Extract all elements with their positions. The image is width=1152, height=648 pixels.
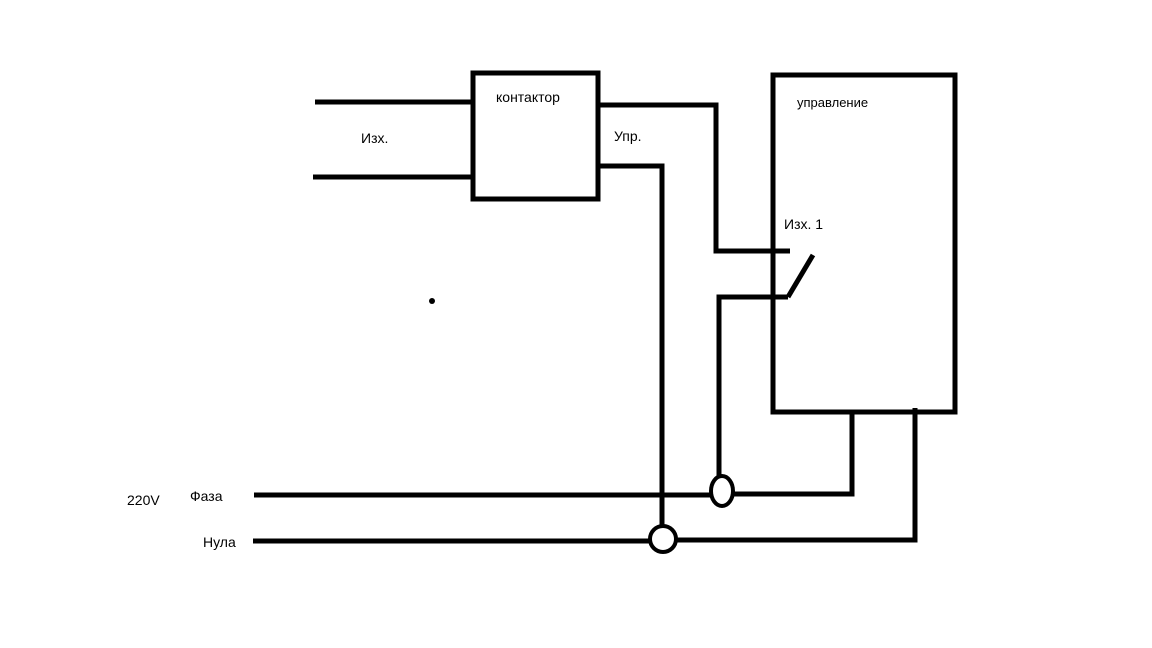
contactor-label: контактор [496, 89, 560, 105]
neutral-label: Нула [203, 534, 236, 550]
controller-label: управление [797, 95, 869, 110]
voltage-label: 220V [127, 492, 160, 508]
contactor-to-relay-wire [598, 102, 790, 254]
relay-to-phase-wire [716, 294, 788, 478]
output1-label: Изх. 1 [784, 216, 824, 232]
phase-junction [709, 474, 735, 508]
phase-label: Фаза [190, 488, 223, 504]
phase-to-controller-wire [733, 412, 855, 497]
control-wire [598, 163, 665, 526]
contactor-box [470, 70, 601, 202]
relay-switch-arm [785, 253, 816, 299]
input-label: Изх. [361, 130, 389, 146]
neutral-junction [648, 524, 678, 554]
control-input-label: Упр. [614, 128, 642, 144]
controller-box [770, 72, 958, 415]
neutral-to-controller-wire [676, 408, 918, 543]
stray-dot [429, 298, 435, 304]
